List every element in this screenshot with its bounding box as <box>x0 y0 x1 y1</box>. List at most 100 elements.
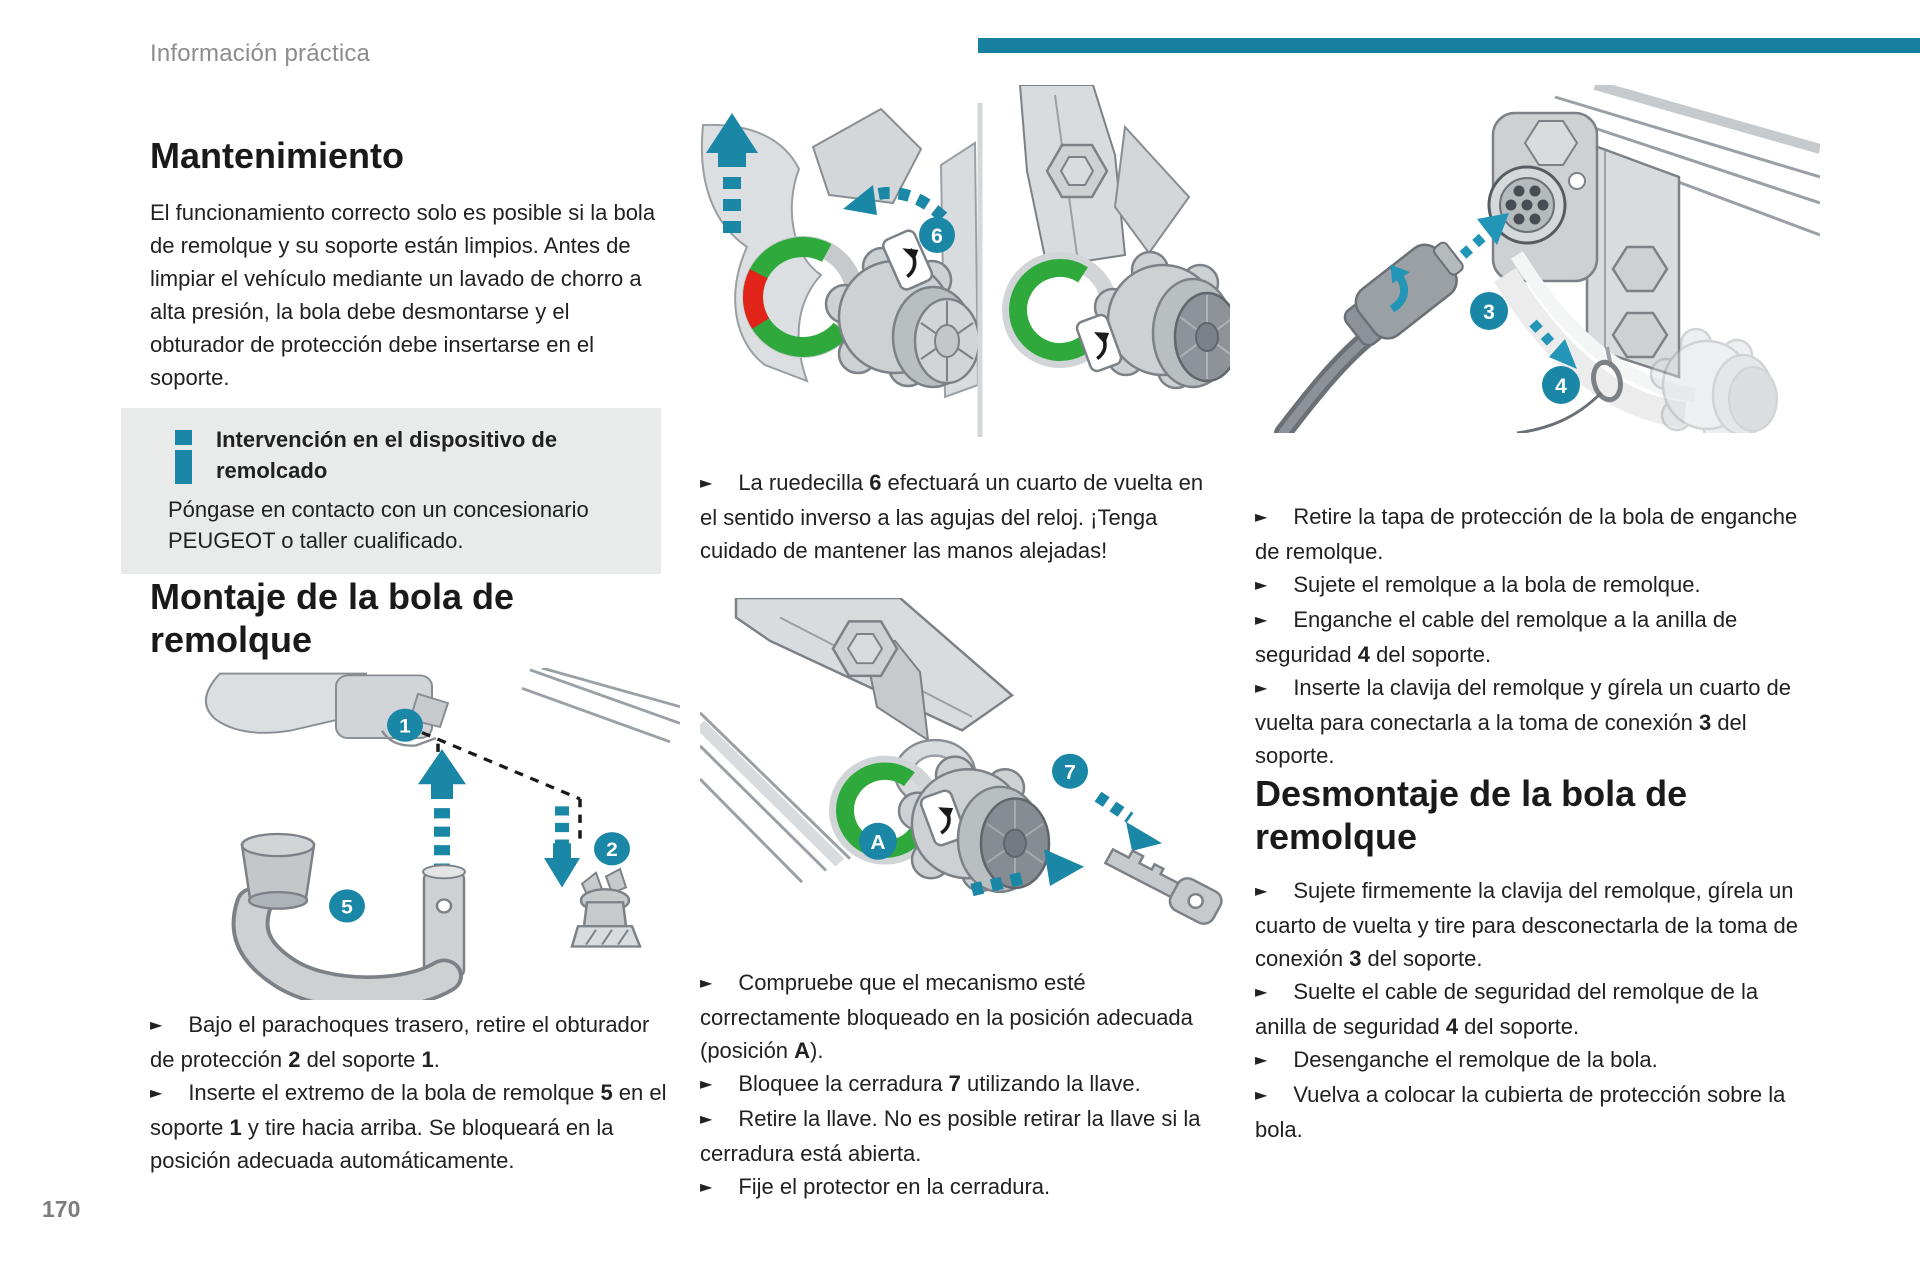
figure-conexion-illustration: 3 4 <box>1274 85 1820 433</box>
bullet-arrow-icon: ► <box>1255 678 1268 697</box>
callout-badge-6: 6 <box>919 217 955 253</box>
instruction-text: Inserte el extremo de la bola de remolqu… <box>150 1080 667 1173</box>
callout-badge-7: 7 <box>1052 753 1088 789</box>
bullet-arrow-icon: ► <box>1255 982 1268 1001</box>
down-arrow-icon <box>544 806 580 888</box>
locking-knob <box>824 229 981 389</box>
page-number: 170 <box>42 1196 81 1222</box>
quarter-turn-arrow-icon <box>1390 264 1411 284</box>
info-box-title: Intervención en el dispositivo de remolc… <box>216 427 558 483</box>
info-icon <box>175 430 192 484</box>
instruction-text: Retire la tapa de protección de la bola … <box>1255 504 1798 564</box>
instruction-text: Enganche el cable del remolque a la anil… <box>1255 607 1738 667</box>
info-box-header: Intervención en el dispositivo de remolc… <box>139 424 641 486</box>
instruction-text: Inserte la clavija del remolque y gírela… <box>1255 675 1792 768</box>
instruction-item: ►La ruedecilla 6 efectuará un cuarto de … <box>700 466 1220 567</box>
instruction-text: Bloquee la cerradura 7 utilizando la lla… <box>738 1071 1141 1096</box>
section-title-montaje: Montaje de la bola de remolque <box>150 576 515 660</box>
badge-4-label: 4 <box>1555 375 1567 398</box>
instruction-item: ►Retire la llave. No es posible retirar … <box>700 1102 1220 1170</box>
key <box>1103 847 1223 925</box>
bullet-arrow-icon: ► <box>700 1109 713 1128</box>
safety-ring <box>1516 346 1623 433</box>
towball-swan-neck <box>231 886 463 1000</box>
ghost-knob <box>1649 327 1778 433</box>
bullet-arrow-icon: ► <box>700 973 713 992</box>
badge-7-label: 7 <box>1064 761 1076 784</box>
plug-to-socket-arrow-icon <box>1459 213 1509 259</box>
instruction-text: Vuelva a colocar la cubierta de protecci… <box>1255 1082 1786 1142</box>
figure-bloqueo-illustration: A 7 <box>700 598 1223 925</box>
instruction-text: La ruedecilla 6 efectuará un cuarto de v… <box>700 470 1204 563</box>
bullet-arrow-icon: ► <box>700 1074 713 1093</box>
instruction-item: ►Suelte el cable de seguridad del remolq… <box>1255 975 1810 1043</box>
callout-badge-2: 2 <box>594 832 630 866</box>
instruction-item: ►Bajo el parachoques trasero, retire el … <box>150 1008 670 1076</box>
badge-2-label: 2 <box>606 840 618 861</box>
bullet-arrow-icon: ► <box>1255 1085 1268 1104</box>
instruction-text: Bajo el parachoques trasero, retire el o… <box>150 1012 650 1072</box>
badge-6-label: 6 <box>931 225 943 248</box>
header-accent-bar <box>978 38 1920 53</box>
page-kicker: Información práctica <box>150 40 371 67</box>
trailer-plug <box>1343 241 1464 347</box>
frame-beams <box>1554 85 1820 237</box>
bullet-arrow-icon: ► <box>700 473 713 492</box>
support-shaft <box>422 864 466 980</box>
connection-socket <box>1487 165 1567 245</box>
bullet-arrow-icon: ► <box>1255 507 1268 526</box>
instruction-item: ►Enganche el cable del remolque a la ani… <box>1255 603 1810 671</box>
instruction-item: ► Fije el protector en la cerradura. <box>700 1170 1220 1205</box>
callout-badge-4: 4 <box>1542 366 1580 404</box>
up-arrow-icon <box>706 113 758 243</box>
ring-arrow-icon <box>1529 319 1577 369</box>
highlight-swoosh <box>1493 251 1696 428</box>
bullet-arrow-icon: ► <box>1255 575 1268 594</box>
bullet-arrow-icon: ► <box>1255 610 1268 629</box>
mounting-bracket <box>1585 141 1681 379</box>
instruction-item: ► Bloquee la cerradura 7 utilizando la ll… <box>700 1067 1220 1102</box>
callout-badge-A: A <box>859 822 897 860</box>
badge-3-label: 3 <box>1483 301 1495 324</box>
ruedecilla-instruction: ►La ruedecilla 6 efectuará un cuarto de … <box>700 466 1220 567</box>
rotation-label <box>1075 313 1123 373</box>
section-title-desmontaje: Desmontaje de la bola de remolque <box>1255 773 1688 857</box>
instruction-text: Suelte el cable de seguridad del remolqu… <box>1255 979 1759 1039</box>
bullet-arrow-icon: ► <box>1255 1050 1268 1069</box>
rotate-arrow-icon <box>843 185 948 222</box>
towball-protection-cover <box>240 832 316 910</box>
dashed-guide-lines <box>421 731 582 842</box>
montaje-instructions: ►Bajo el parachoques trasero, retire el … <box>150 1008 670 1177</box>
info-box-body: Póngase en contacto con un concesionario… <box>168 497 589 553</box>
instruction-item: ►Vuelva a colocar la cubierta de protecc… <box>1255 1078 1810 1146</box>
info-box: Intervención en el dispositivo de remolc… <box>121 408 661 574</box>
key-arrow-icon <box>1094 791 1162 852</box>
bumper-corner-lines <box>521 668 680 744</box>
up-arrow-icon <box>418 749 466 868</box>
figure-ruedecilla-illustration: 6 <box>700 85 1230 437</box>
intro-paragraph: El funcionamiento correcto solo es posib… <box>150 200 656 390</box>
panel-right-mechanism <box>1002 85 1230 390</box>
desmontaje-instructions: ►Sujete firmemente la clavija del remolq… <box>1255 874 1810 1146</box>
badge-5-label: 5 <box>341 897 353 918</box>
info-icon-stem <box>175 450 192 484</box>
rotation-label <box>882 229 934 291</box>
section-title-mantenimiento: Mantenimiento <box>150 135 405 176</box>
bullet-arrow-icon: ► <box>700 1177 713 1196</box>
bloqueo-instructions: ►Compruebe que el mecanismo esté correct… <box>700 966 1220 1205</box>
bullet-arrow-icon: ► <box>150 1083 163 1102</box>
instruction-item: ►Inserte el extremo de la bola de remolq… <box>150 1076 670 1177</box>
instruction-item: ►Inserte la clavija del remolque y gírel… <box>1255 671 1810 772</box>
info-icon-dot <box>175 430 192 445</box>
trailer-cable <box>1274 326 1380 433</box>
bullet-arrow-icon: ► <box>150 1015 163 1034</box>
instruction-text: Compruebe que el mecanismo esté correcta… <box>700 970 1193 1063</box>
instruction-text: Sujete el remolque a la bola de remolque… <box>1293 572 1701 597</box>
instruction-item: ► Desenganche el remolque de la bola. <box>1255 1043 1810 1078</box>
instruction-item: ►Compruebe que el mecanismo esté correct… <box>700 966 1220 1067</box>
callout-badge-3: 3 <box>1470 292 1508 330</box>
instruction-text: Fije el protector en la cerradura. <box>738 1174 1051 1199</box>
instruction-text: Desenganche el remolque de la bola. <box>1293 1047 1658 1072</box>
bullet-arrow-icon: ► <box>1255 881 1268 900</box>
instruction-item: ► Sujete el remolque a la bola de remolqu… <box>1255 568 1810 603</box>
